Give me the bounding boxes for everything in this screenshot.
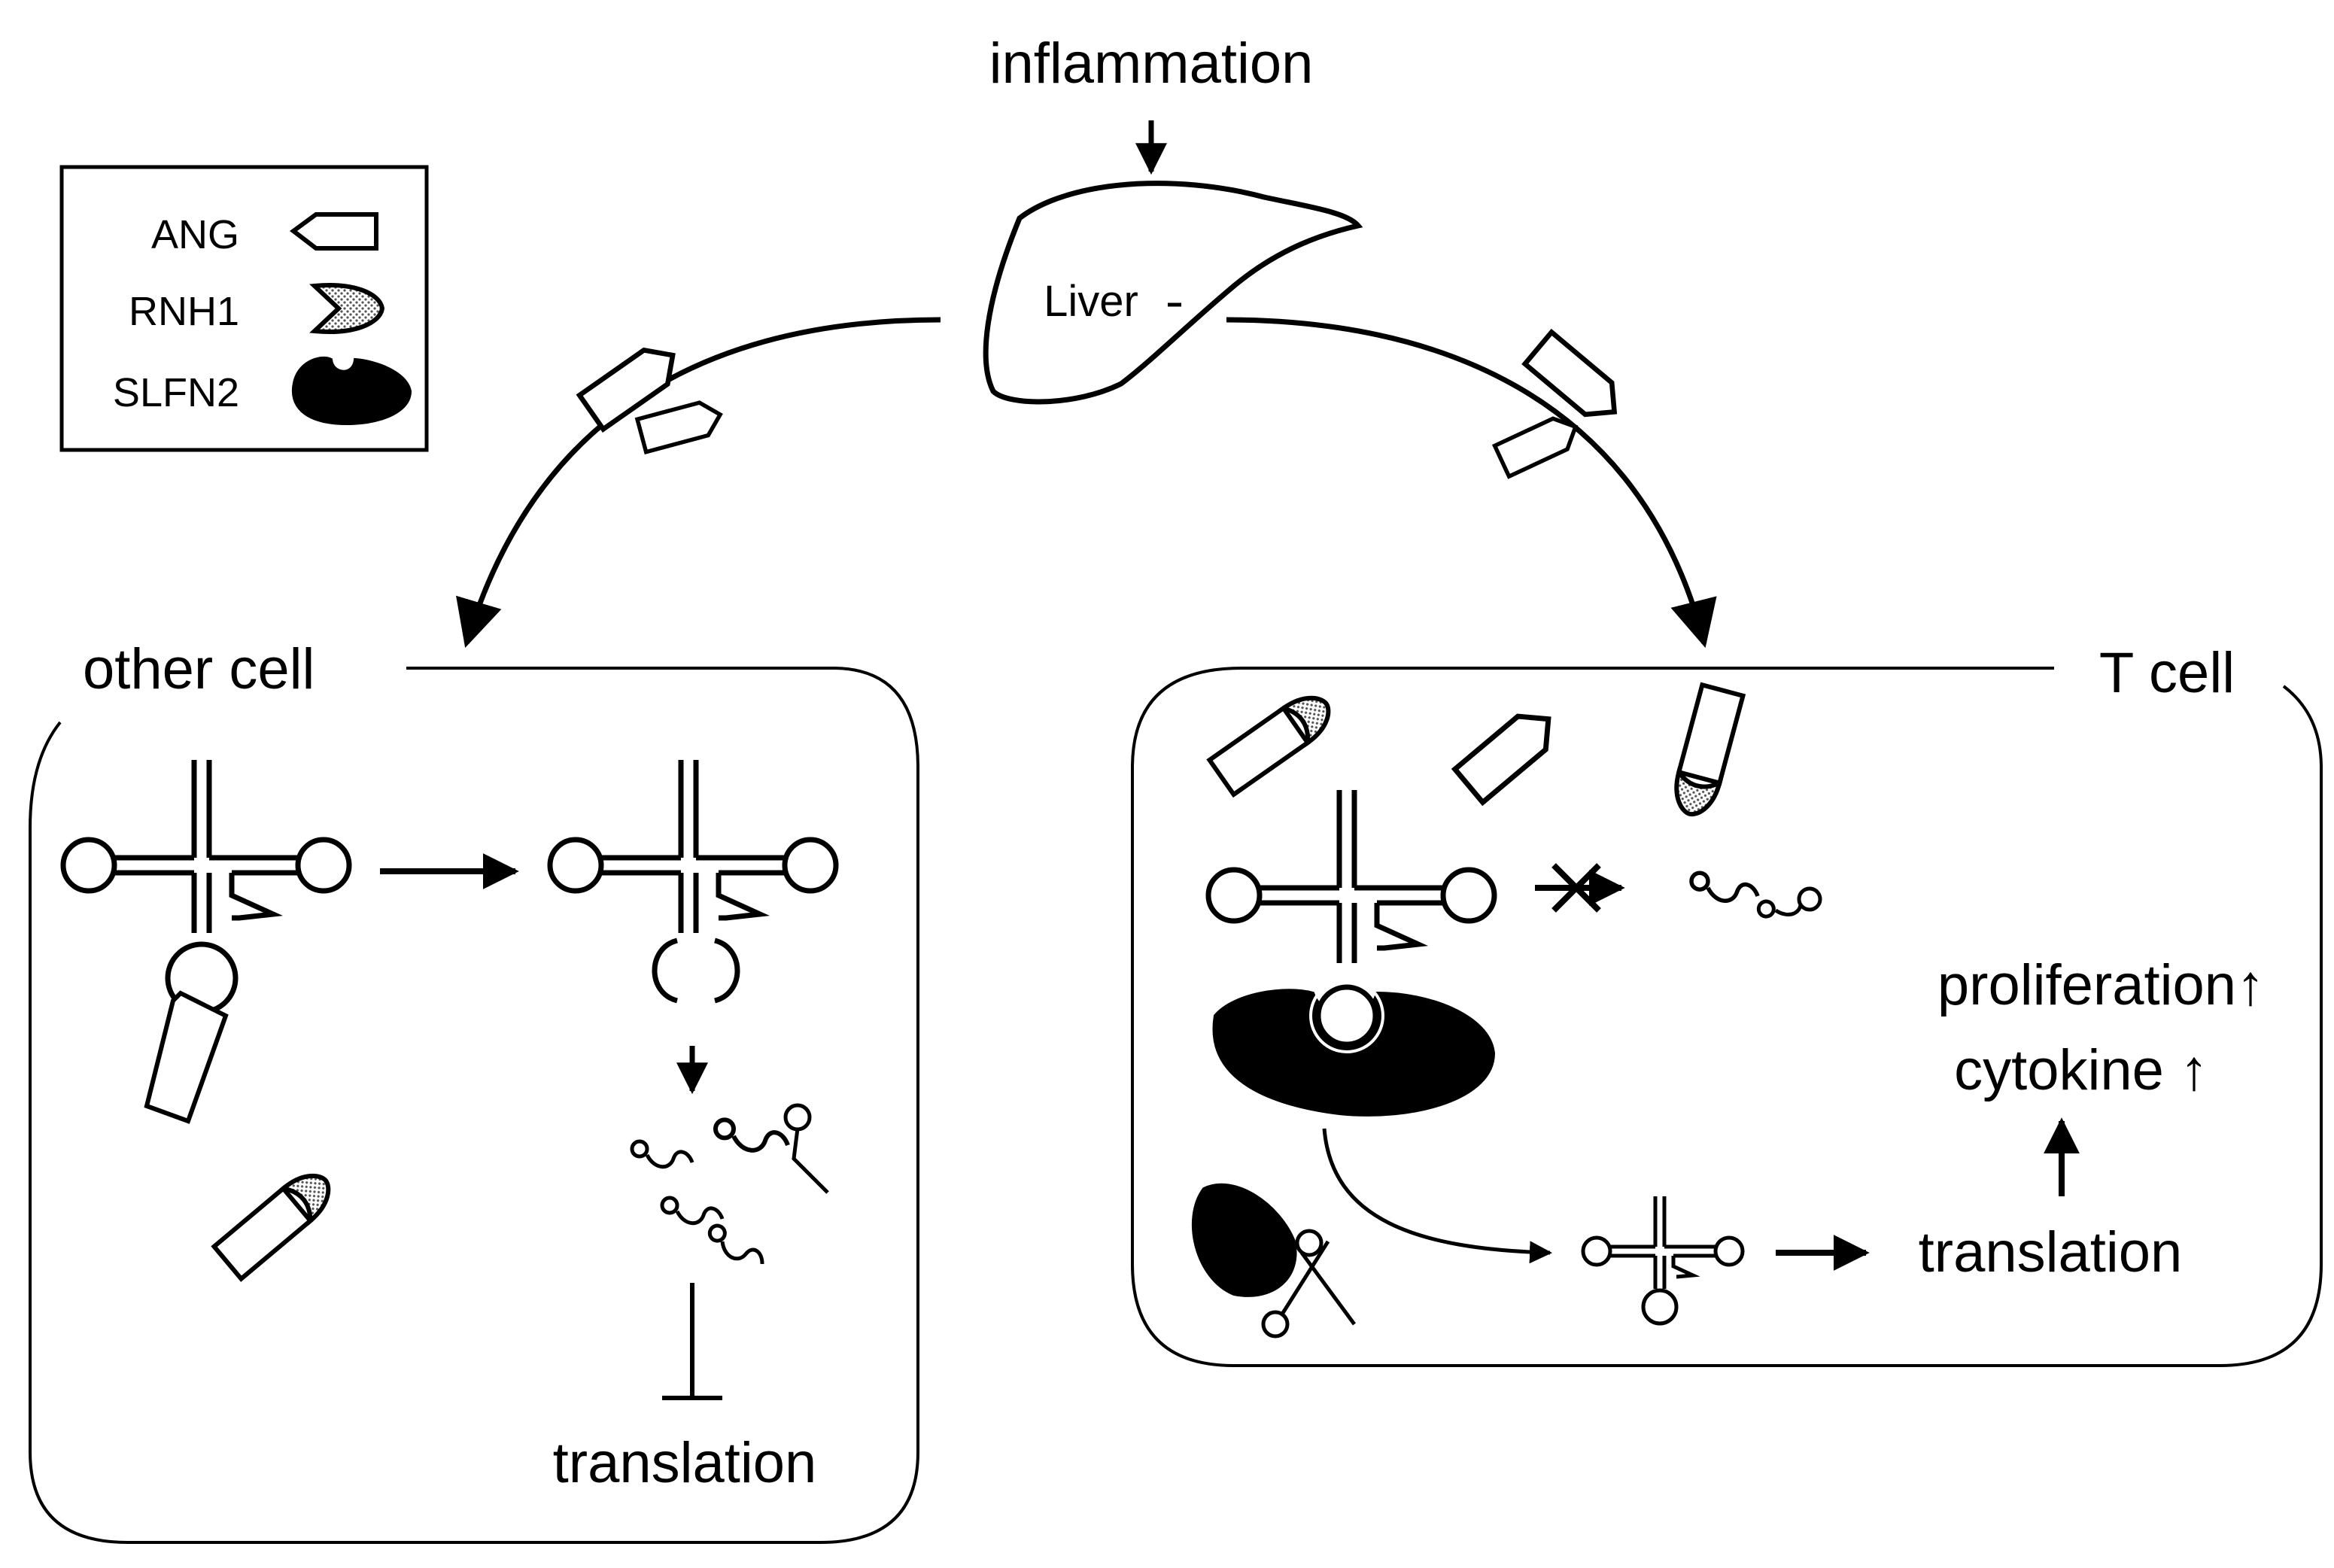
ang-rnh1-complex-left — [211, 1173, 331, 1282]
ang-pentagon-icon — [289, 212, 378, 251]
arrow-liver-to-other-cell — [456, 317, 941, 649]
liver-shape — [983, 181, 1363, 405]
inflammation-label: inflammation — [989, 32, 1314, 96]
other-cell-title: other cell — [83, 637, 315, 701]
arrow-liver-to-t-cell — [1226, 317, 1717, 649]
t-cell-translation: translation — [1919, 1220, 2183, 1284]
trna-cleaved-left — [550, 760, 836, 933]
anticodon-loop-right-outline — [1309, 978, 1384, 1053]
arrow-slfn2-to-trna — [1322, 1128, 1552, 1264]
ang-rnh1-complex-right-1 — [1206, 695, 1331, 798]
t-cell-title: T cell — [2099, 641, 2235, 705]
ang-bound-left — [144, 990, 229, 1124]
t-cell-proliferation: proliferation↑ — [1937, 953, 2265, 1017]
ang-rnh1-complex-right-2 — [1674, 682, 1746, 817]
trna-protected-right — [1208, 790, 1494, 963]
slfn2-blob-icon — [291, 356, 412, 425]
scissors-icon — [1261, 1229, 1357, 1339]
anticodon-loop-right — [1315, 984, 1378, 1047]
t-cell-cytokine: cytokine ↑ — [1954, 1038, 2208, 1102]
trna-intact-small-right — [1581, 1196, 1745, 1326]
ang-free-right — [1455, 703, 1563, 803]
trna-intact-left — [63, 760, 349, 933]
legend-label-slfn2: SLFN2 — [113, 370, 239, 415]
cleaved-anticodon-left — [652, 937, 740, 1004]
trna-fragment-2 — [716, 1120, 788, 1150]
trna-fragment-4 — [704, 1223, 770, 1268]
other-cell-translation: translation — [553, 1431, 817, 1495]
trna-fragment-right-1 — [1691, 873, 1758, 901]
ang-secreted-left-2 — [637, 398, 725, 451]
legend: ANG RNH1 SLFN2 — [59, 165, 429, 452]
other-cell-membrane — [29, 667, 919, 1544]
liver-label: Liver — [1044, 277, 1138, 326]
trna-fragment-1 — [632, 1141, 692, 1167]
legend-label-rnh1: RNH1 — [129, 289, 239, 334]
rnh1-chevron-icon — [309, 283, 385, 334]
fragment-stem-5 — [792, 1128, 829, 1194]
t-cell-membrane — [1131, 667, 2323, 1367]
other-cell-panel: other cell translation — [29, 637, 919, 1544]
trna-fragment-3 — [662, 1198, 722, 1223]
fragment-loop-5 — [783, 1103, 812, 1132]
ang-secreted-right-1 — [1525, 333, 1627, 428]
slfn2-scissors-complex — [1192, 1183, 1297, 1297]
t-cell-panel: T cell — [1131, 641, 2323, 1367]
block-cross-2 — [1551, 863, 1601, 913]
legend-label-ang: ANG — [151, 212, 239, 257]
fragment-loop-right — [1797, 886, 1822, 912]
